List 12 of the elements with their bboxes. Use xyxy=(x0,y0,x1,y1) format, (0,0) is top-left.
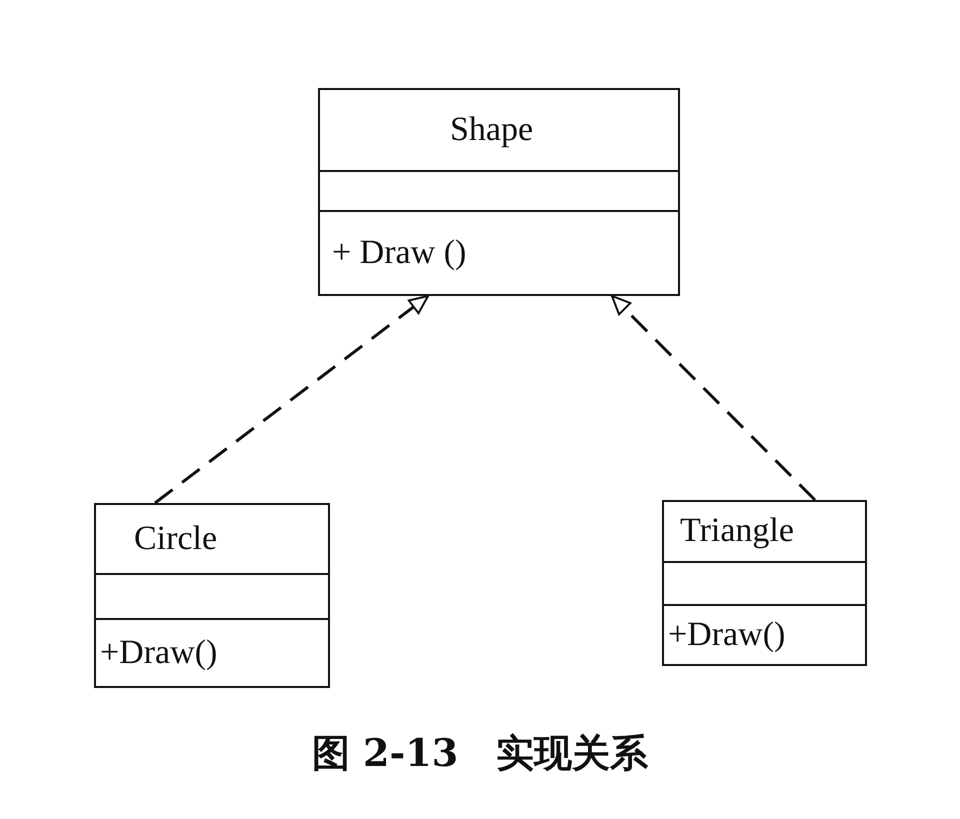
uml-class-box xyxy=(318,88,680,296)
class-name: Triangle xyxy=(680,514,794,548)
method: + Draw () xyxy=(332,236,466,270)
realization-arrow xyxy=(610,294,816,502)
figure-caption: 图 2-13 实现关系 xyxy=(312,730,648,775)
realization-arrow xyxy=(154,294,429,504)
method: +Draw() xyxy=(100,636,218,670)
uml-class-box xyxy=(662,500,867,666)
uml-class-box xyxy=(94,503,330,688)
method: +Draw() xyxy=(668,618,786,652)
class-name: Shape xyxy=(450,113,534,148)
class-name: Circle xyxy=(134,522,218,556)
